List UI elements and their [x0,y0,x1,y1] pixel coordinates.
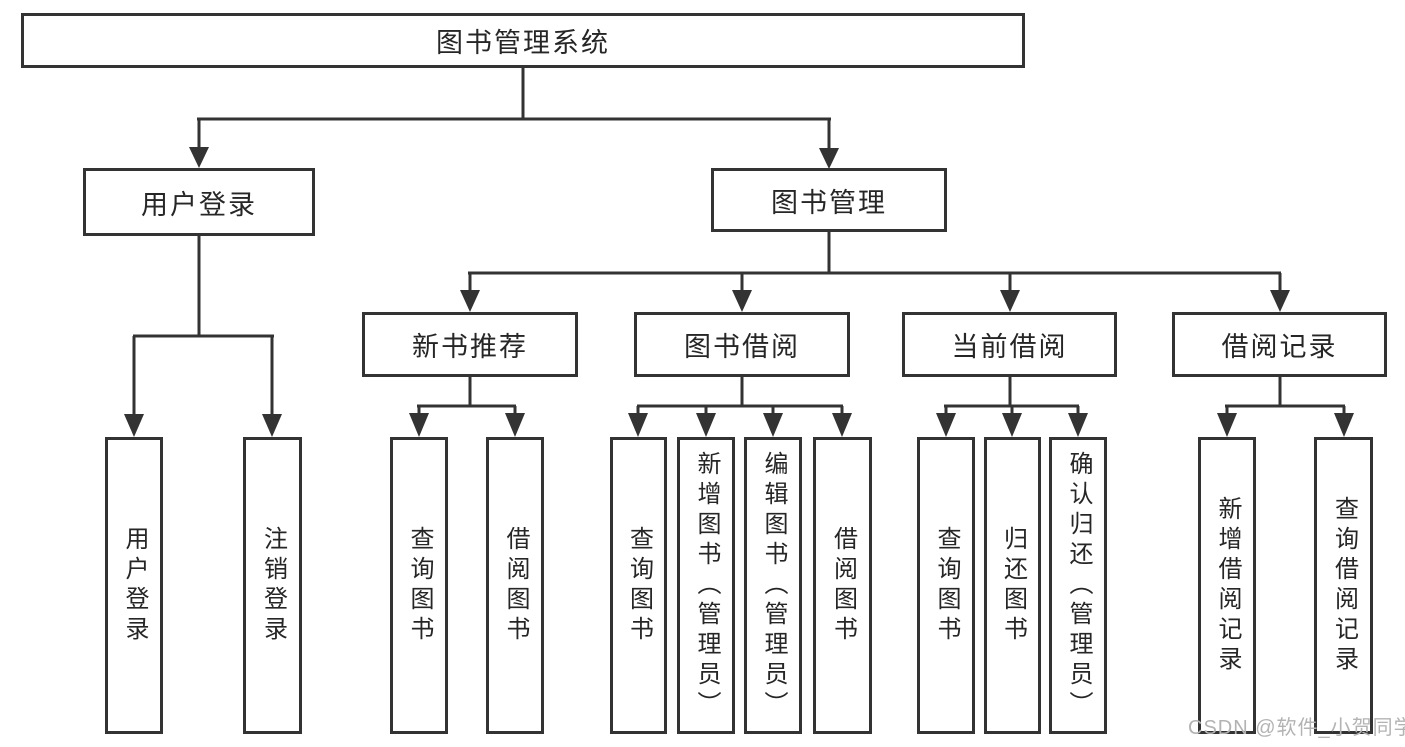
borrowing-records-split-connector [1217,375,1354,437]
node-new-book-recommend: 新书推荐 [362,312,578,377]
node-user-login: 用户登录 [83,168,315,236]
leaf-newbook-query-books: 查询图书 [390,437,448,734]
user-login-split-connector [124,234,282,437]
leaf-borrow-query-books: 查询图书 [610,437,667,734]
leaf-records-query-borrow-record: 查询借阅记录 [1314,437,1373,734]
root-split-connector [189,66,839,169]
book-management-split-connector [460,230,1290,312]
leaf-current-return-books: 归还图书 [984,437,1041,734]
node-current-borrowing: 当前借阅 [902,312,1117,377]
leaf-borrow-borrow-books: 借阅图书 [813,437,872,734]
node-borrowing-records: 借阅记录 [1172,312,1387,377]
node-root: 图书管理系统 [21,13,1025,68]
leaf-newbook-borrow-books: 借阅图书 [486,437,544,734]
node-book-borrowing: 图书借阅 [634,312,850,377]
leaf-borrow-add-books-admin: 新增图书（管理员） [677,437,735,734]
leaf-borrow-edit-books-admin: 编辑图书（管理员） [744,437,802,734]
leaf-user-login: 用户登录 [105,437,163,734]
leaf-logout: 注销登录 [243,437,302,734]
current-borrowing-split-connector [936,375,1088,437]
leaf-current-confirm-return-admin: 确认归还（管理员） [1049,437,1107,734]
leaf-current-query-books: 查询图书 [917,437,975,734]
new-book-recommend-split-connector [409,375,525,437]
leaf-records-add-borrow-record: 新增借阅记录 [1198,437,1256,734]
node-book-management: 图书管理 [711,168,947,232]
book-borrowing-split-connector [628,375,852,437]
csdn-watermark: CSDN @软件_小贺同学 [1188,717,1405,739]
